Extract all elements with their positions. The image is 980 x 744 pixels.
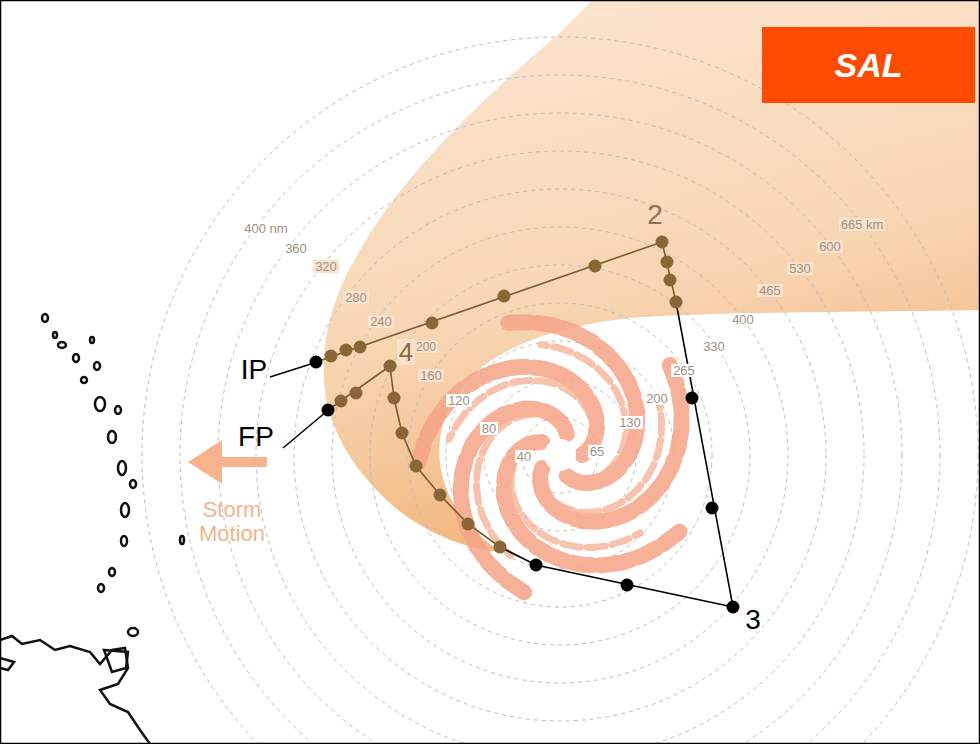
range-label: 80 xyxy=(480,422,498,435)
range-ring xyxy=(180,75,940,744)
dropsonde-point xyxy=(670,296,683,309)
range-label: 465 xyxy=(757,284,783,297)
waypoint-label: 4 xyxy=(397,339,415,365)
waypoint-label: 2 xyxy=(645,201,665,229)
range-label: 130 xyxy=(617,416,643,429)
range-label: 600 xyxy=(817,240,843,253)
range-label: 665 km xyxy=(839,218,886,231)
dropsonde-point xyxy=(494,541,507,554)
range-label: 120 xyxy=(446,394,472,407)
dropsonde-point xyxy=(384,360,397,373)
waypoint-label: FP xyxy=(236,423,276,451)
range-label: 400 nm xyxy=(242,222,289,235)
flight-track xyxy=(310,236,740,614)
range-label: 40 xyxy=(515,450,533,463)
dropsonde-point xyxy=(388,392,401,405)
flight-leg xyxy=(316,242,676,362)
dropsonde-point xyxy=(354,341,367,354)
range-label: 530 xyxy=(787,262,813,275)
dropsonde-point xyxy=(434,489,447,502)
dropsonde-point xyxy=(350,387,363,400)
storm-eye xyxy=(544,439,576,471)
dropsonde-point xyxy=(706,502,719,515)
sal-region xyxy=(324,0,980,552)
dropsonde-point xyxy=(410,460,423,473)
dropsonde-point xyxy=(686,392,699,405)
dropsonde-point xyxy=(661,256,674,269)
dropsonde-point xyxy=(621,579,634,592)
dropsonde-point xyxy=(340,344,353,357)
ip-leader xyxy=(270,363,314,377)
hurricane-bands xyxy=(418,322,681,592)
range-ring xyxy=(142,37,978,744)
range-label: 240 xyxy=(368,315,394,328)
range-label: 360 xyxy=(283,242,309,255)
storm-motion-label: Storm Motion xyxy=(180,498,284,546)
dropsonde-point xyxy=(396,427,409,440)
rain-band xyxy=(508,322,637,483)
sal-box: SAL xyxy=(762,27,975,103)
region-label: SAL xyxy=(835,46,903,85)
dropsonde-point xyxy=(335,395,348,408)
dropsonde-point xyxy=(426,317,439,330)
range-label: 280 xyxy=(343,291,369,304)
dropsonde-point xyxy=(589,260,602,273)
waypoint-label: IP xyxy=(239,356,269,384)
coast-tip xyxy=(0,658,14,670)
trinidad xyxy=(104,650,128,672)
flight-leg xyxy=(328,366,500,547)
dropsonde-point xyxy=(462,518,475,531)
fp-leader xyxy=(283,412,326,448)
range-ring xyxy=(332,227,788,683)
dropsonde-point xyxy=(498,290,511,303)
dropsonde-point xyxy=(530,559,543,572)
flight-leg xyxy=(500,302,733,607)
range-label: 265 xyxy=(671,364,697,377)
island-chain xyxy=(42,314,184,636)
range-ring xyxy=(218,113,902,744)
range-label: 330 xyxy=(701,340,727,353)
range-ring xyxy=(256,151,864,744)
range-label: 65 xyxy=(588,445,606,458)
range-rings xyxy=(142,37,978,744)
dropsonde-point xyxy=(727,601,740,614)
range-label: 320 xyxy=(313,260,339,273)
dropsonde-point xyxy=(310,356,323,369)
south-america-coast xyxy=(0,636,150,744)
rain-band xyxy=(541,345,626,472)
range-ring xyxy=(370,265,750,645)
range-label: 400 xyxy=(730,313,756,326)
waypoint-label: 3 xyxy=(743,606,763,634)
dropsonde-point xyxy=(656,236,669,249)
dropsonde-point xyxy=(664,274,677,287)
range-ring xyxy=(408,303,712,607)
range-ring xyxy=(294,189,826,721)
dropsonde-point xyxy=(325,350,338,363)
range-label: 200 xyxy=(414,341,438,353)
range-label: 160 xyxy=(418,369,444,382)
range-label: 200 xyxy=(644,392,670,405)
